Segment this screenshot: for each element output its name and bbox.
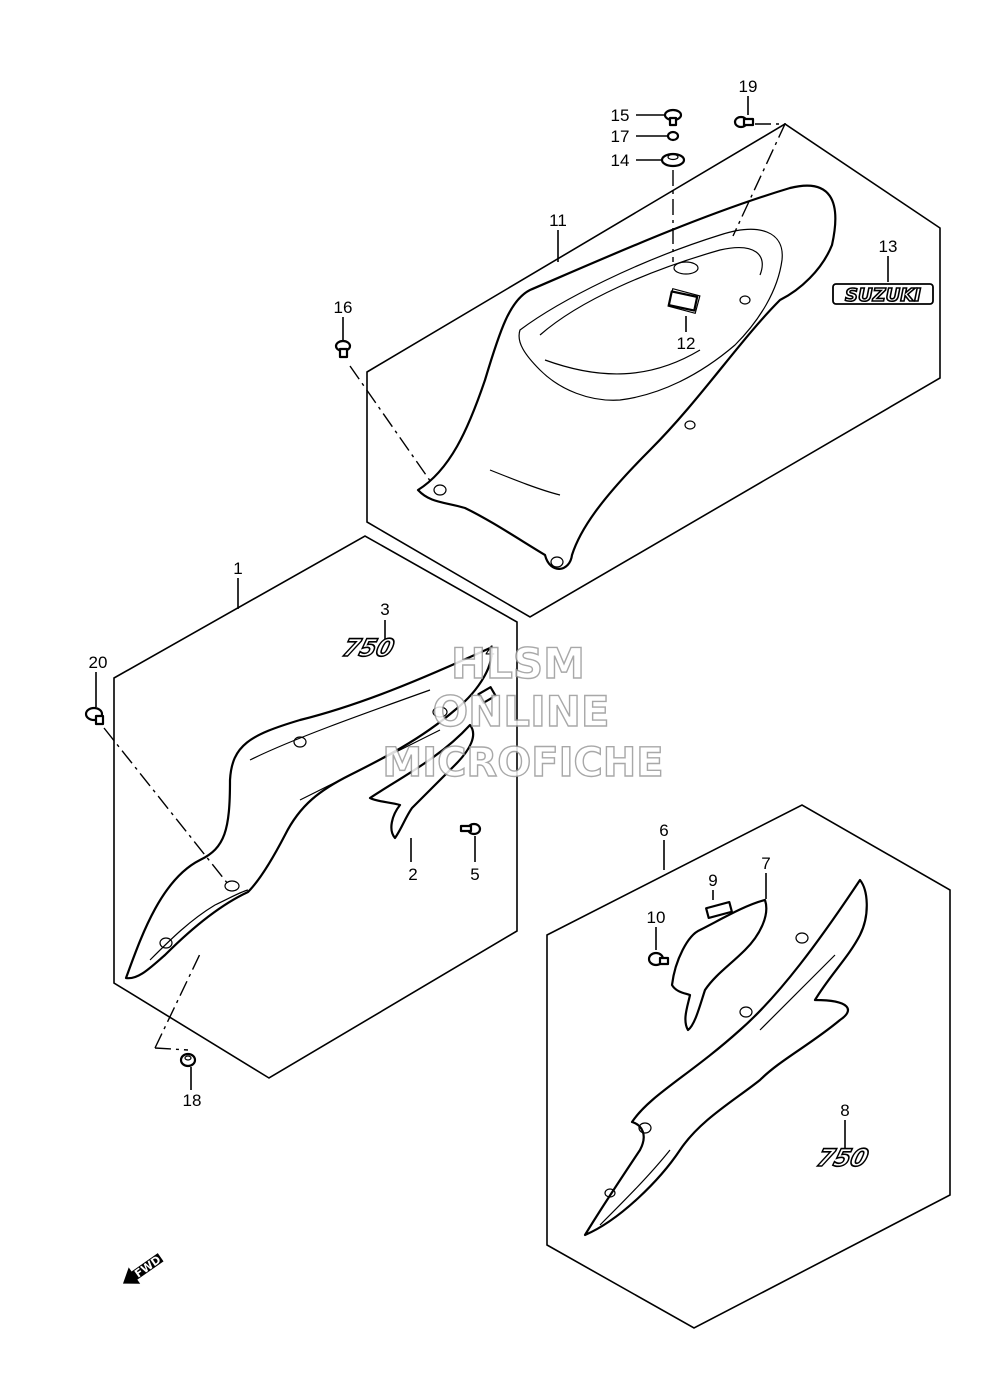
callout-7: 7 [761, 854, 770, 873]
callout-9: 9 [708, 871, 717, 890]
suzuki-emblem-text: SUZUKI [845, 285, 921, 306]
screw-16-part [334, 339, 352, 359]
left-frame-cover-group-box [113, 535, 518, 1079]
callout-18: 18 [183, 1091, 202, 1110]
callout-2: 2 [408, 865, 417, 884]
callout-17: 17 [611, 127, 630, 146]
callout-20: 20 [89, 653, 108, 672]
nut-17-part [666, 130, 680, 142]
callout-5: 5 [470, 865, 479, 884]
bracket-7-part [670, 898, 768, 1032]
label-9-part [705, 900, 733, 920]
forward-direction-arrow-icon: FWD [122, 1253, 164, 1284]
callout-14: 14 [611, 151, 630, 170]
model-emblem-3-part: 750 [339, 633, 398, 663]
callout-10: 10 [647, 908, 666, 927]
seat-tail-cover-part [416, 184, 837, 570]
watermark: HLSM ONLINE MICROFICHE [382, 638, 665, 786]
right-frame-cover-part [583, 878, 868, 1237]
fit-line-19 [732, 123, 787, 237]
right-frame-cover-group-box [546, 804, 951, 1329]
callout-4: 4 [485, 642, 494, 661]
screw-10-part [647, 951, 670, 967]
callout-16: 16 [334, 298, 353, 317]
label-4-part [477, 686, 497, 704]
bolt-19-part [733, 115, 755, 129]
callout-12: 12 [677, 334, 696, 353]
model-emblem-3-text: 750 [340, 633, 398, 661]
screw-15-part [663, 108, 683, 127]
watermark-line-1: HLSM [451, 639, 585, 688]
label-12-part [667, 290, 699, 312]
fit-line-20 [103, 727, 229, 885]
leader-lines [95, 96, 889, 1148]
callout-19: 19 [739, 77, 758, 96]
model-emblem-8-text: 750 [814, 1143, 872, 1171]
grommet-14-part [660, 152, 686, 168]
watermark-line-3: MICROFICHE [382, 740, 663, 786]
suzuki-emblem-part: SUZUKI [832, 283, 934, 307]
callout-1: 1 [233, 559, 242, 578]
callout-8: 8 [840, 1101, 849, 1120]
screw-5-part [459, 822, 482, 836]
callout-3: 3 [380, 600, 389, 619]
nut-18-part [179, 1052, 197, 1068]
model-emblem-8-part: 750 [813, 1143, 872, 1173]
screw-20-part [84, 706, 105, 726]
forward-direction-label: FWD [132, 1253, 163, 1280]
callout-labels: 1 2 3 4 5 6 7 8 9 10 11 12 13 14 15 16 1… [89, 77, 898, 1120]
watermark-line-2: ONLINE [432, 687, 609, 736]
callout-13: 13 [879, 237, 898, 256]
bracket-2-part [368, 723, 475, 840]
fit-line-16 [349, 365, 434, 486]
fit-line-18 [154, 953, 201, 1051]
callout-6: 6 [659, 821, 668, 840]
left-frame-cover-part [124, 646, 493, 980]
callout-15: 15 [611, 106, 630, 125]
callout-11: 11 [549, 211, 567, 230]
